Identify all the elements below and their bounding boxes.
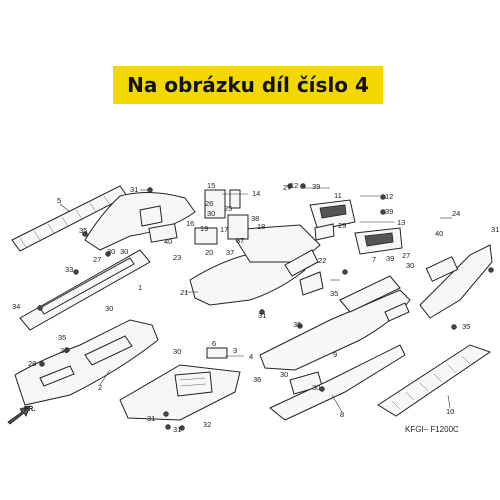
callout-26: 26 — [205, 199, 213, 208]
callout-35: 35 — [79, 226, 87, 235]
callout-20: 20 — [205, 248, 213, 257]
callout-labels: 5 31 15 14 26 25 30 27 12 39 11 12 39 13… — [12, 181, 499, 434]
part-upper-cover-left — [84, 191, 196, 251]
callout-30-under: 30 — [173, 347, 181, 356]
callout-34: 34 — [12, 302, 20, 311]
callout-8: 8 — [340, 410, 344, 419]
part-13-grab-handle — [354, 227, 403, 255]
callout-39-right: 39 — [385, 207, 393, 216]
part-22-plate — [299, 271, 324, 296]
callout-11: 11 — [334, 191, 342, 200]
fasteners — [37, 183, 494, 431]
callout-30-left-low: 30 — [60, 346, 68, 355]
callout-13: 13 — [397, 218, 405, 227]
banner-text: Na obrázku díl číslo 4 — [127, 73, 369, 97]
callout-30-base: 30 — [280, 370, 288, 379]
callout-3: 3 — [233, 346, 237, 355]
callout-9: 9 — [333, 350, 337, 359]
part-5-side-strip — [11, 185, 128, 252]
part-21-center-cover — [189, 224, 321, 306]
callout-22: 22 — [318, 256, 326, 265]
part-24-right-cover — [419, 244, 493, 319]
callout-35-right: 35 — [462, 322, 470, 331]
callout-40-right: 40 — [435, 229, 443, 238]
callout-37-low: 37 — [226, 248, 234, 257]
part-number-banner: Na obrázku díl číslo 4 — [113, 66, 383, 104]
callout-21: 21 — [180, 288, 188, 297]
callout-37: 37 — [236, 236, 244, 245]
callout-35-mid: 35 — [330, 289, 338, 298]
callout-30-bottom: 30 — [312, 383, 320, 392]
callout-25: 25 — [224, 204, 232, 213]
callout-12: 12 — [290, 181, 298, 190]
callout-28: 28 — [28, 359, 36, 368]
callout-38: 38 — [251, 214, 259, 223]
callout-31-right: 31 — [491, 225, 499, 234]
callout-6: 6 — [212, 339, 216, 348]
front-direction-marker: FR. — [7, 405, 35, 425]
callout-17: 17 — [220, 225, 228, 234]
callout-7: 7 — [372, 255, 376, 264]
part-40-pad-left — [148, 223, 178, 243]
part-11-grab-handle — [309, 199, 356, 231]
callout-14: 14 — [252, 189, 260, 198]
callout-30-mid: 30 — [107, 247, 115, 256]
part-3-pad — [206, 347, 228, 359]
callout-12-right: 12 — [385, 192, 393, 201]
callout-23: 23 — [173, 253, 181, 262]
callout-27: 27 — [283, 183, 291, 192]
callout-31-mid: 31 — [258, 311, 266, 320]
part-8-lower-side-panel — [269, 344, 406, 421]
callout-31-bottom-2: 31 — [173, 425, 181, 434]
callout-33: 33 — [65, 265, 73, 274]
part-15-bracket-assembly — [194, 189, 249, 245]
callout-30: 30 — [207, 209, 215, 218]
callout-15: 15 — [207, 181, 215, 190]
callout-18: 18 — [257, 222, 265, 231]
callout-2: 2 — [98, 383, 102, 392]
callout-10: 10 — [446, 407, 454, 416]
leader-lines — [59, 187, 452, 413]
part-2-lower-left-panel — [14, 319, 159, 406]
callout-5: 5 — [57, 196, 61, 205]
callout-40: 40 — [164, 237, 172, 246]
callout-1: 1 — [138, 283, 142, 292]
front-marker-label: FR. — [24, 406, 35, 413]
callout-29: 29 — [338, 221, 346, 230]
callout-36: 36 — [253, 375, 261, 384]
callout-27-right: 27 — [402, 251, 410, 260]
callout-39-low: 39 — [386, 254, 394, 263]
callout-35-center: 35 — [293, 320, 301, 329]
callout-4: 4 — [249, 352, 253, 361]
callout-24: 24 — [452, 209, 460, 218]
callout-31-bottom: 31 — [147, 414, 155, 423]
callout-39: 39 — [312, 182, 320, 191]
part-29-clip — [314, 223, 335, 241]
callout-30-left: 30 — [120, 247, 128, 256]
callout-31: 31 — [130, 185, 138, 194]
callout-32: 32 — [203, 420, 211, 429]
part-1-left-rail — [19, 249, 151, 331]
part-6-under-tray — [119, 364, 241, 421]
part-7-floor-panel — [259, 275, 411, 371]
callout-30-low: 30 — [105, 304, 113, 313]
part-10-step-strip — [377, 344, 492, 417]
diagram-code: KFGI– F1200C — [405, 425, 459, 434]
callout-27-left: 27 — [93, 255, 101, 264]
callout-16: 16 — [186, 219, 194, 228]
callout-30-right: 30 — [406, 261, 414, 270]
callout-35-low: 35 — [58, 333, 66, 342]
callout-19: 19 — [200, 224, 208, 233]
